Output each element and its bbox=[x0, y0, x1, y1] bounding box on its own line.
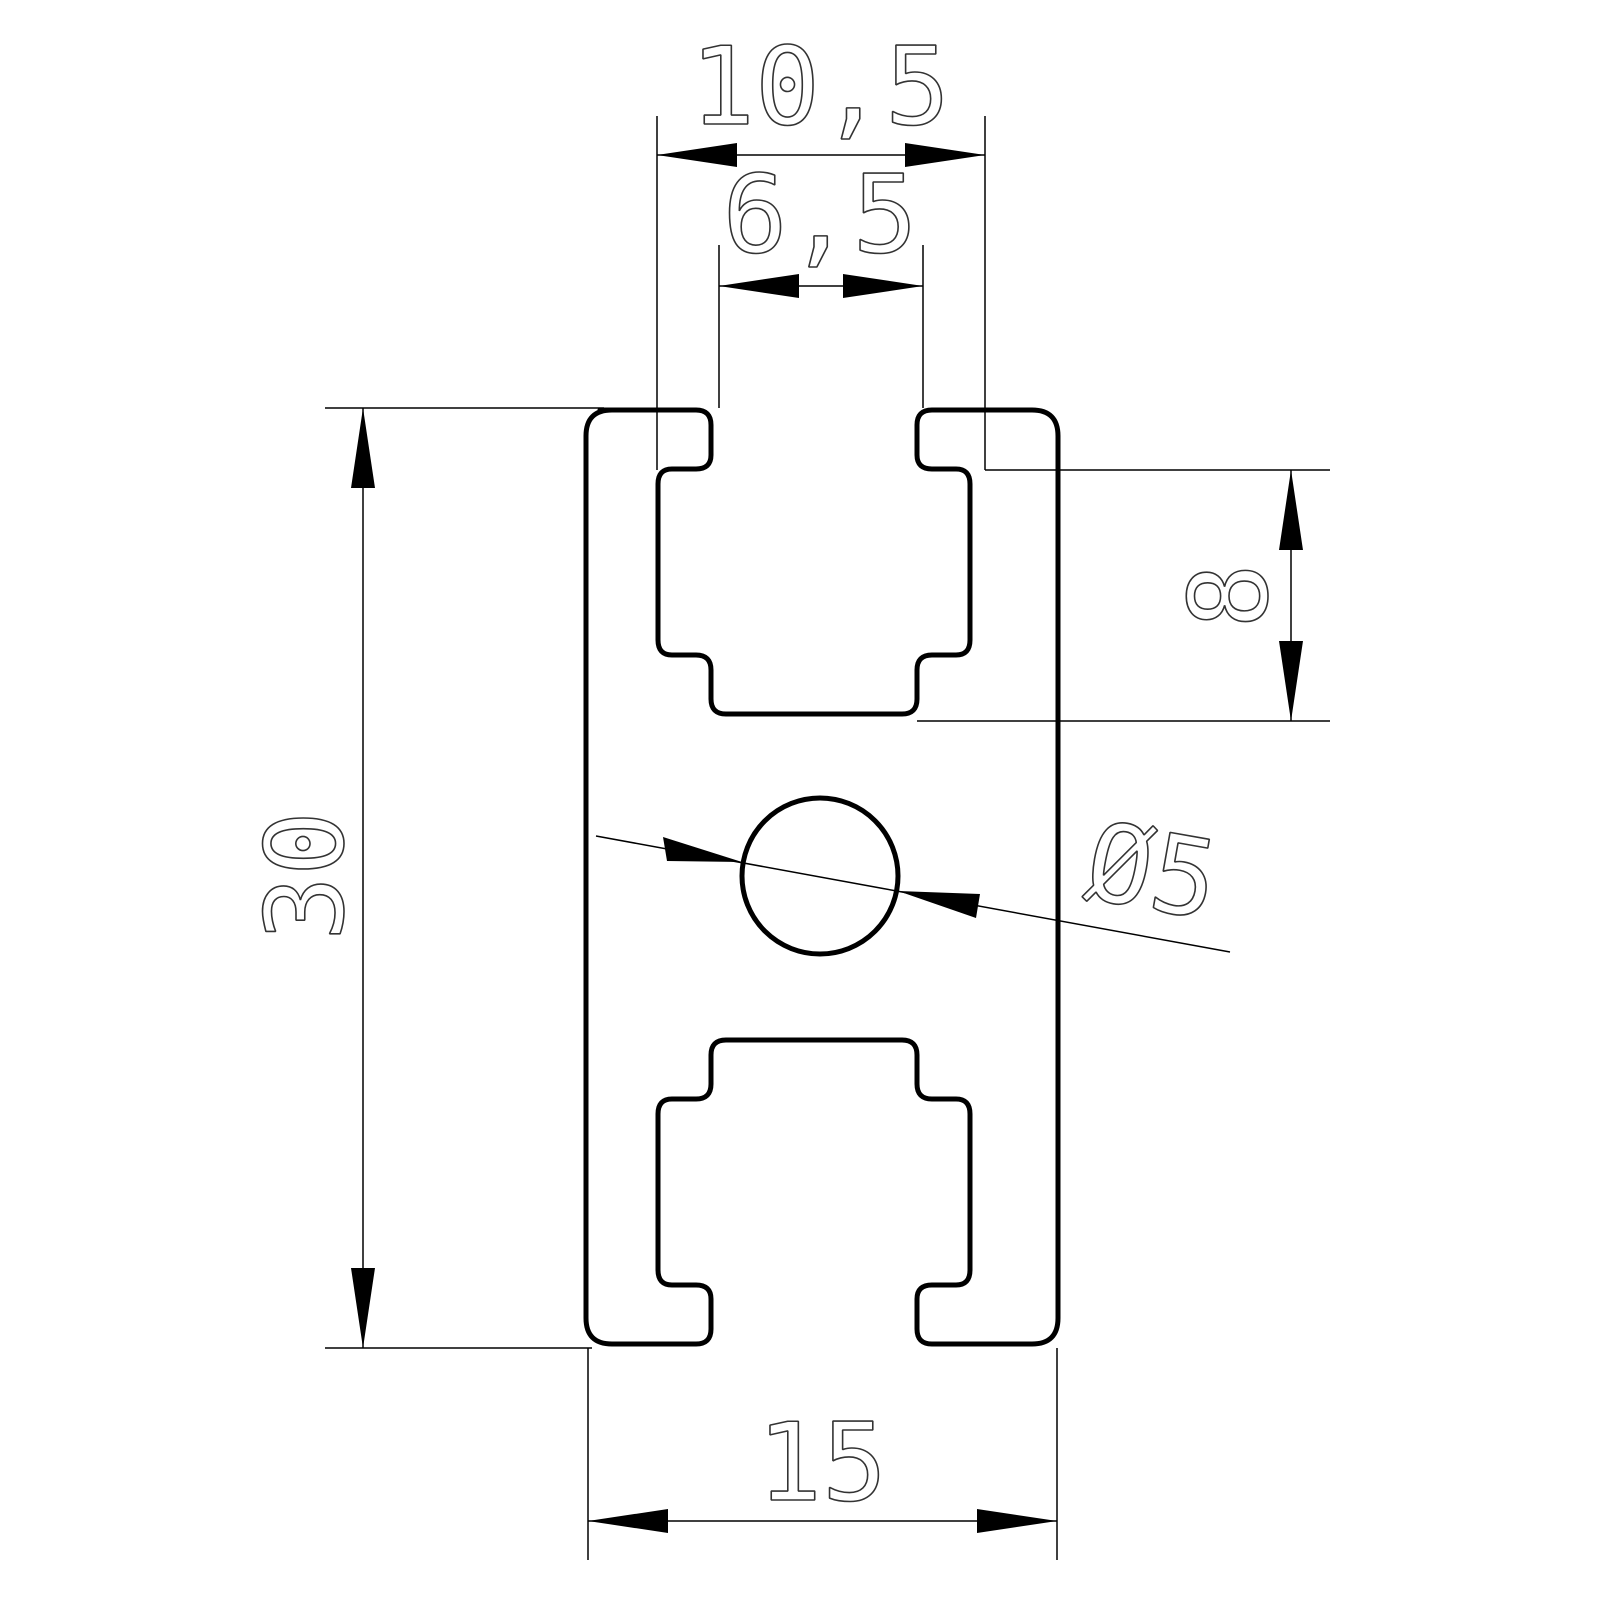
dimension-slot-outer-width: 10,5 bbox=[656, 24, 986, 470]
dimension-slot-depth: 8 bbox=[917, 469, 1330, 722]
arrowhead bbox=[588, 1509, 668, 1533]
arrowhead bbox=[1279, 470, 1303, 550]
arrowhead bbox=[351, 1268, 375, 1348]
arrowhead bbox=[719, 274, 799, 298]
arrowhead bbox=[1279, 641, 1303, 721]
dimension-label: 6,5 bbox=[722, 153, 917, 278]
dimension-center-hole-diameter: Ø5 bbox=[595, 798, 1231, 953]
dimension-slot-opening-width: 6,5 bbox=[718, 152, 924, 408]
arrowhead bbox=[351, 408, 375, 488]
dimension-label: 10,5 bbox=[690, 25, 950, 150]
dimension-profile-height: 30 bbox=[243, 407, 604, 1349]
dimension-label: 8 bbox=[1168, 563, 1293, 628]
dimension-label: 15 bbox=[757, 1401, 887, 1526]
arrowhead bbox=[843, 274, 923, 298]
profile-outline bbox=[583, 407, 1061, 1347]
arrowhead bbox=[663, 837, 742, 862]
arrowhead bbox=[898, 891, 980, 918]
dimension-label: Ø5 bbox=[1077, 799, 1227, 945]
dimension-label: 30 bbox=[244, 811, 369, 941]
arrowhead bbox=[977, 1509, 1057, 1533]
dimension-profile-width: 15 bbox=[587, 1348, 1058, 1560]
arrowhead bbox=[657, 143, 737, 167]
center-hole bbox=[739, 795, 901, 957]
arrowhead bbox=[905, 143, 985, 167]
